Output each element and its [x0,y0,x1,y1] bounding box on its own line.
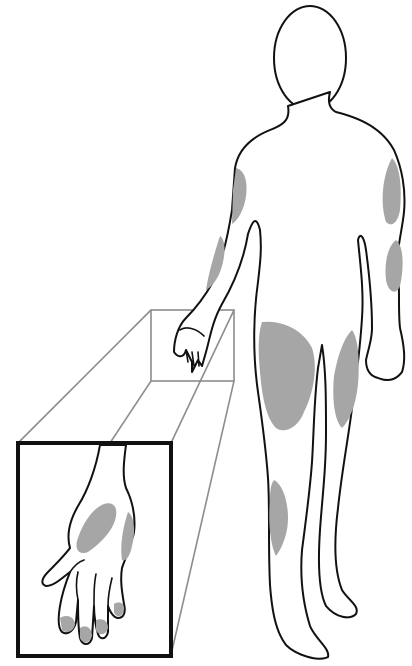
hand-inset [18,443,171,656]
guide-line-bottom-left [110,381,151,443]
human-figure [174,6,405,659]
head [274,6,346,110]
guide-line-top-left [18,310,151,443]
